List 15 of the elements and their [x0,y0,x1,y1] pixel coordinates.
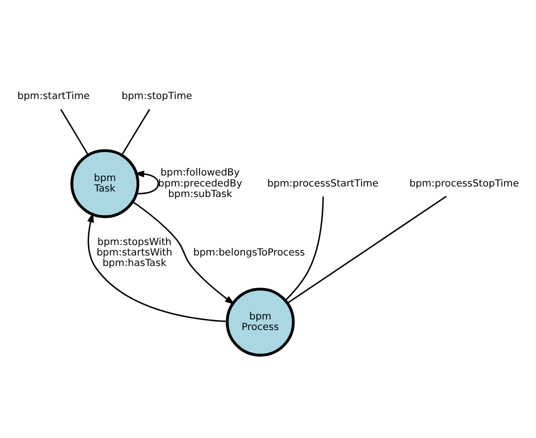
connector [287,195,447,304]
arrow [87,212,228,322]
edge-label: bpm:stopsWith bpm:startsWith bpm:hasTask [96,236,172,269]
arrow [132,200,235,304]
node-text: bpm:processStopTime [409,178,519,189]
arrow [134,170,160,194]
node-circle: bpm Task [70,148,140,218]
connector [60,108,89,155]
edge-label: bpm:belongsToProcess [193,246,305,258]
connector [121,108,150,155]
edge-label: bpm:followedBy bpm:precededBy bpm:subTask [158,167,242,200]
node-text: bpm:stopTime [122,90,192,102]
node-text: bpm:processStartTime [267,178,378,189]
connector [284,196,324,300]
node-text: bpm:startTime [17,90,90,102]
